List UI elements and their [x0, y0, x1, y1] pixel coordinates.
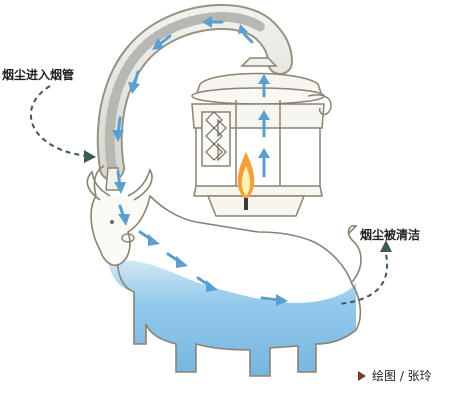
smoke-enters-curved-arrow — [29, 85, 96, 163]
ox-body — [86, 165, 362, 377]
lamp-shade — [191, 57, 332, 217]
credit-text: 绘图 / 张玲 — [372, 369, 432, 383]
chimney-pipe — [96, 3, 293, 181]
label-smoke-enters-chimney: 烟尘进入烟管 — [2, 68, 75, 82]
play-triangle-icon — [358, 371, 366, 381]
smoke-cleaned-curved-arrow — [337, 240, 392, 305]
flow-arrows — [112, 16, 288, 306]
label-smoke-cleaned: 烟尘被清洁 — [360, 228, 421, 242]
flame-icon — [237, 152, 255, 210]
illustration-credit: 绘图 / 张玲 — [358, 367, 432, 384]
